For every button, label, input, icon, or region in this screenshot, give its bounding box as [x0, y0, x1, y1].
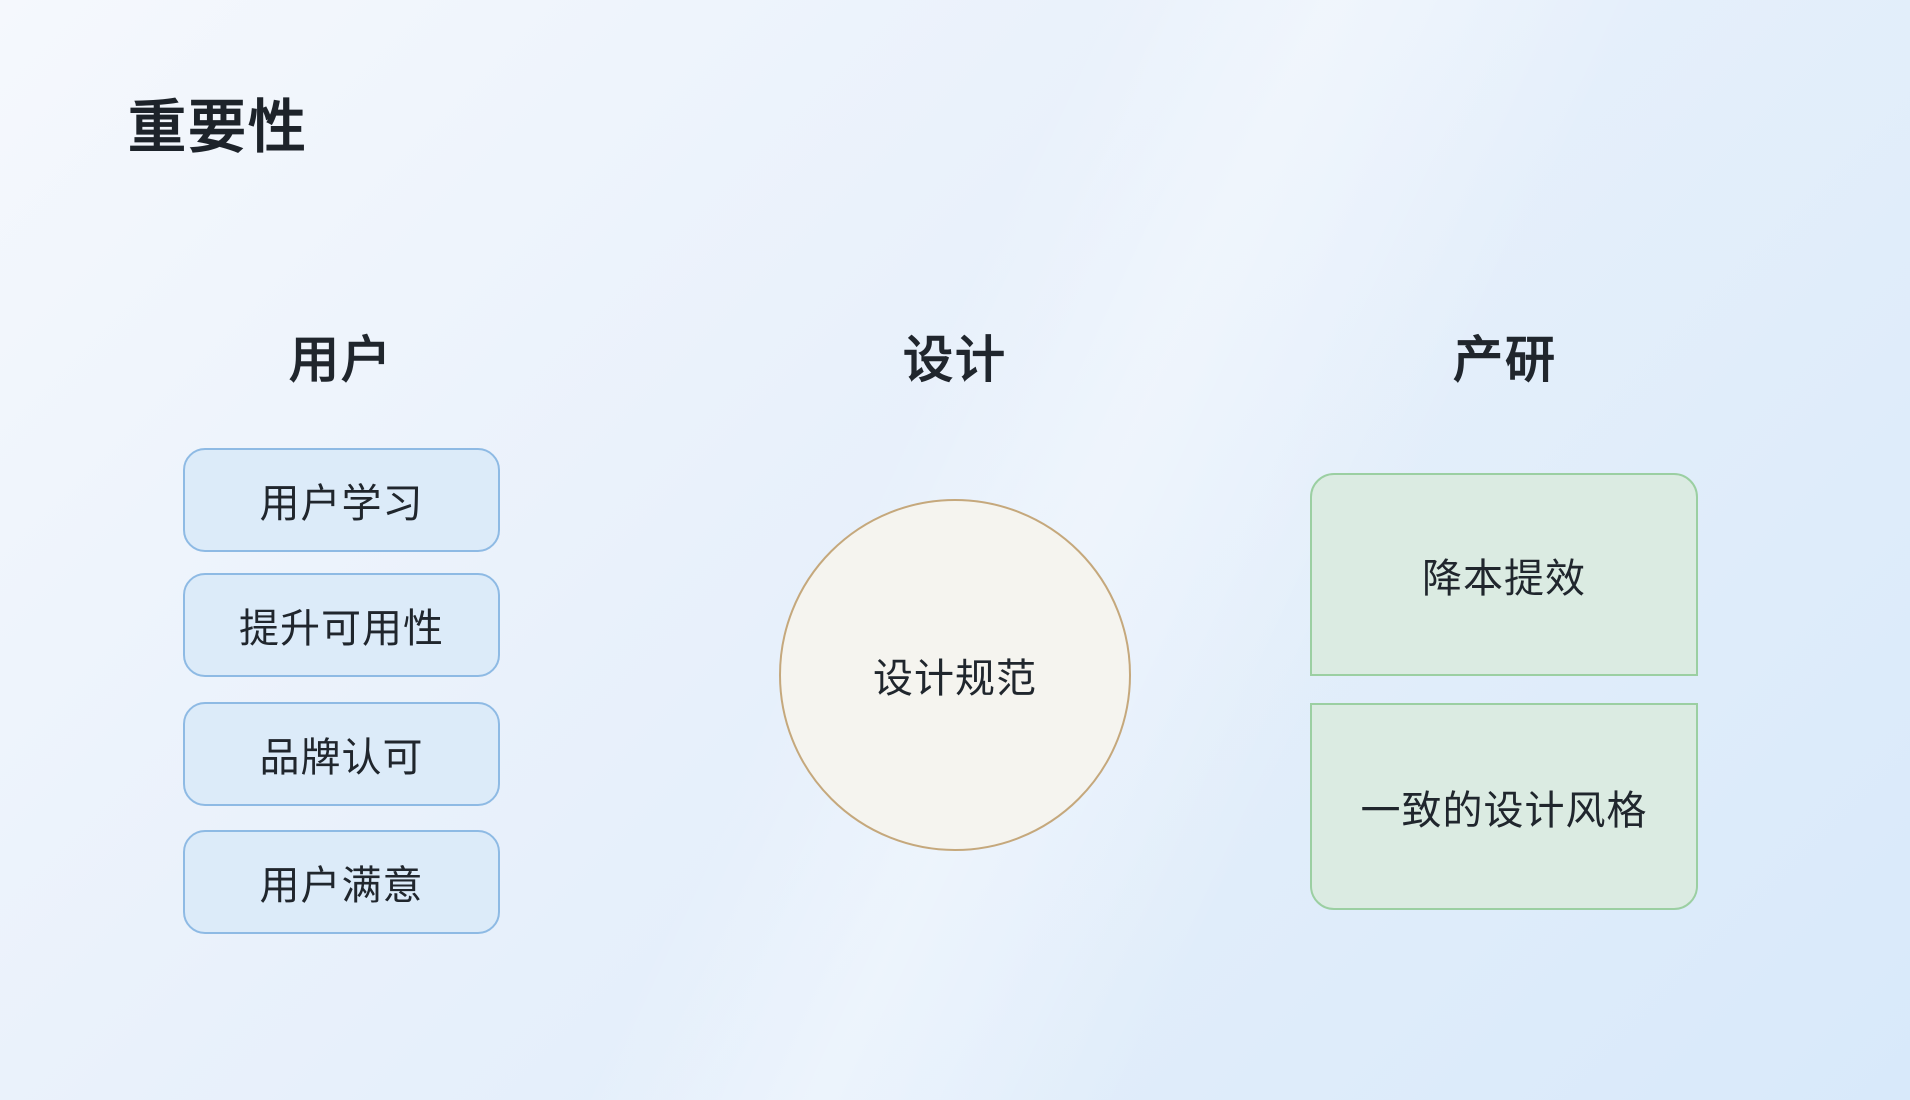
- prod-node-label: 一致的设计风格: [1360, 788, 1648, 833]
- user-node-learning[interactable]: 用户学习: [183, 448, 500, 552]
- column-header-design: 设计: [903, 332, 1007, 388]
- user-node-label: 提升可用性: [239, 607, 444, 651]
- user-node-satisfaction[interactable]: 用户满意: [183, 830, 500, 934]
- user-node-label: 用户学习: [259, 482, 424, 526]
- prod-node-label: 降本提效: [1422, 556, 1586, 601]
- user-node-label: 用户满意: [259, 864, 424, 908]
- user-node-brand[interactable]: 品牌认可: [183, 702, 500, 806]
- column-header-user: 用户: [289, 332, 393, 388]
- prod-node-cost-efficiency[interactable]: 降本提效: [1310, 473, 1698, 676]
- page-title: 重要性: [128, 95, 309, 160]
- user-node-label: 品牌认可: [259, 736, 424, 780]
- user-node-usability[interactable]: 提升可用性: [183, 573, 500, 677]
- design-circle-label: 设计规范: [873, 657, 1037, 701]
- column-header-prod: 产研: [1453, 332, 1557, 388]
- prod-node-consistent-style[interactable]: 一致的设计风格: [1310, 703, 1698, 910]
- design-spec-circle[interactable]: 设计规范: [779, 499, 1131, 851]
